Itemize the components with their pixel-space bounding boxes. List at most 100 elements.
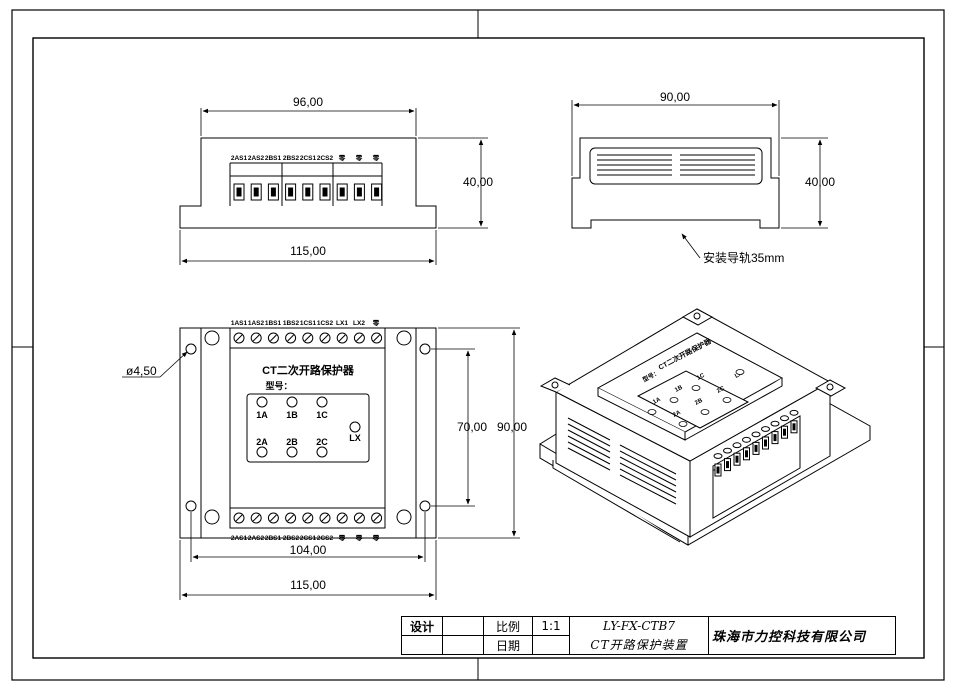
iso-vent-slot xyxy=(619,474,677,505)
iso-terminal-screw xyxy=(751,431,761,438)
led-indicators xyxy=(256,396,361,458)
iso-led-2c: 2C xyxy=(716,386,726,395)
terminal-screw xyxy=(233,512,245,524)
iso-terminal-screw xyxy=(742,436,751,443)
blank-cell xyxy=(442,635,484,655)
front-terminal-contact xyxy=(374,187,380,197)
iso-led-2b: 2B xyxy=(694,398,704,407)
led-1c xyxy=(316,396,328,408)
side-view xyxy=(571,137,780,229)
terminal-screw xyxy=(250,332,262,344)
side-width-dim: 90,00 xyxy=(660,90,690,104)
screw-slot xyxy=(373,334,380,342)
iso-terminal-screw xyxy=(723,447,732,454)
screw-slot xyxy=(235,334,243,342)
bottom-terminal-label: 零 xyxy=(372,533,380,542)
iso-led-2a: 2A xyxy=(672,410,682,419)
screw-slot xyxy=(304,334,312,342)
front-height-dim: 40,00 xyxy=(463,175,493,189)
terminal-screw xyxy=(233,332,245,344)
panel-title: CT二次开路保护器 xyxy=(262,363,355,377)
isometric-view xyxy=(539,308,871,546)
title-block: 设计 比例 1:1 LY-FX-CTB7 珠海市力控科技有限公司 日期 CT开路… xyxy=(401,616,896,655)
front-dimensions xyxy=(179,108,488,265)
led-label-2b: 2B xyxy=(286,437,298,447)
din-rail-note: 安装导轨35mm xyxy=(703,250,784,265)
bottom-terminal-label: 2CS1 xyxy=(300,535,317,542)
screw-slot xyxy=(270,334,277,342)
bottom-terminal-label: 2AS2 xyxy=(248,535,265,542)
led-label-lx: LX xyxy=(349,433,361,443)
top-dimensions xyxy=(122,327,520,600)
model-label: 型号： xyxy=(265,380,292,391)
screw-slot xyxy=(304,514,312,522)
led-label-2a: 2A xyxy=(256,437,268,447)
front-terminal-contact xyxy=(322,187,328,197)
sheet-frame xyxy=(11,9,945,681)
bottom-terminal-label: 2BS1 xyxy=(265,535,282,542)
iso-vent-slot xyxy=(619,444,677,475)
iso-vent-slot xyxy=(619,468,677,499)
screw-slot xyxy=(356,334,363,342)
blank-cell xyxy=(401,635,443,655)
iso-terminal-screw xyxy=(761,426,770,432)
date-label: 日期 xyxy=(483,635,533,655)
screw-slot xyxy=(338,514,346,522)
top-terminal-label: LX2 xyxy=(353,320,365,327)
led-2b xyxy=(286,446,298,458)
iso-terminal-contact xyxy=(735,455,739,463)
iso-leds xyxy=(647,369,745,427)
iso-terminal-contact xyxy=(745,450,748,458)
iso-terminal-contact xyxy=(773,434,777,442)
terminal-screw xyxy=(267,512,279,524)
front-terminal-contact xyxy=(356,187,362,197)
led-1b xyxy=(286,396,298,408)
iso-vent-slot xyxy=(619,462,677,493)
iso-terminal-screw xyxy=(713,453,723,459)
iso-vent-slot xyxy=(567,435,611,459)
front-terminal-label: 零 xyxy=(338,153,346,162)
front-terminal-label: 零 xyxy=(372,153,380,162)
terminal-screw xyxy=(267,332,279,344)
bottom-terminal-label: 2AS1 xyxy=(231,535,248,542)
screw-slot xyxy=(373,514,380,522)
hole-diameter-dim: ø4,50 xyxy=(126,364,157,378)
top-view xyxy=(179,327,437,539)
iso-terminal-contact xyxy=(716,466,720,474)
front-terminal-label: 2CS2 xyxy=(317,155,334,162)
top-terminal-label: 1BS2 xyxy=(283,320,300,327)
led-lx xyxy=(349,421,361,433)
front-terminal-slot xyxy=(353,183,365,201)
top-terminal-label: LX1 xyxy=(336,320,348,327)
iso-terminal-screw xyxy=(780,415,789,422)
screw-slot xyxy=(287,514,294,522)
screw-slot xyxy=(356,514,363,522)
bottom-terminal-label: 2BS2 xyxy=(283,535,300,542)
date-value xyxy=(532,635,570,655)
top-terminal-labels: 1AS1 1AS2 1BS1 1BS2 1CS1 1CS2 LX1 LX2 零 … xyxy=(231,318,380,542)
inner-width-dim: 104,00 xyxy=(290,543,327,557)
iso-led-1b: 1B xyxy=(674,385,684,394)
screw-slot xyxy=(287,334,294,342)
company-name: 珠海市力控科技有限公司 xyxy=(708,616,896,655)
front-base-dim: 115,00 xyxy=(290,244,326,258)
iso-terminal-contact xyxy=(783,428,786,436)
front-terminal-label: 2AS2 xyxy=(248,155,265,162)
front-terminal-slot xyxy=(233,183,245,201)
front-terminal-contact xyxy=(288,187,294,197)
iso-vent-slot xyxy=(619,456,677,487)
iso-terminal-contact xyxy=(792,423,796,431)
iso-vent-slot xyxy=(567,429,611,453)
iso-terminal-contact xyxy=(764,439,767,447)
front-terminal-contact xyxy=(339,187,345,197)
top-terminal-label: 1BS1 xyxy=(265,320,282,327)
front-terminal-slot xyxy=(285,183,297,201)
iso-terminal-screw xyxy=(789,409,799,416)
front-terminal-label: 2CS1 xyxy=(300,155,317,162)
terminal-screw xyxy=(353,512,365,524)
screw-slot xyxy=(252,334,260,342)
terminal-screw xyxy=(319,332,331,344)
terminal-screw xyxy=(319,512,331,524)
front-terminal-label: 2AS1 xyxy=(231,155,248,162)
bottom-terminal-label: 2CS2 xyxy=(317,535,334,542)
